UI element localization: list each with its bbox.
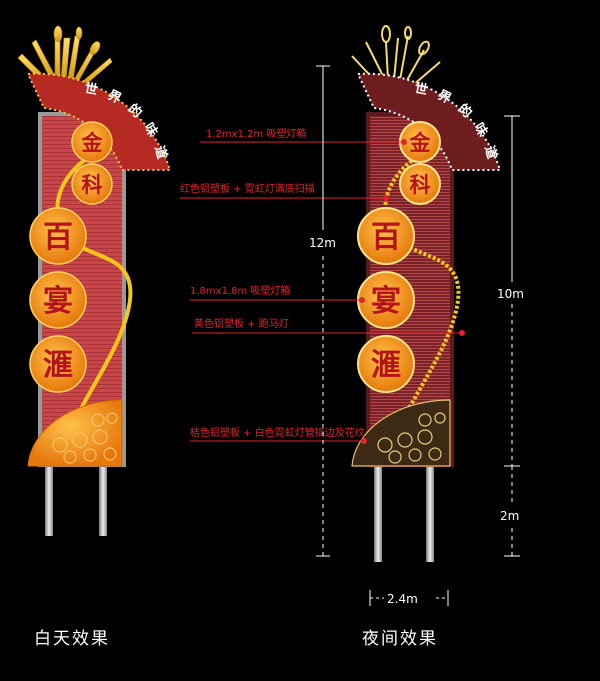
night-circle-hui: 滙 [357,335,415,393]
annotations: 1.2mx1.2m 吸塑灯箱 红色铝塑板 + 霓虹灯满底扫描 1.8mx1.8m… [180,127,465,444]
day-utensils-icon [17,25,113,87]
night-neon-curve [383,153,461,421]
arc-char: 道 [151,144,170,161]
arc-char: 界 [105,87,124,107]
day-post-right [99,462,107,536]
circle-char: 金 [81,130,104,155]
annotation-5: 桔色铝塑板 + 白色霓虹灯管描边及花纹 [190,426,367,444]
annotation-label: 1.2mx1.2m 吸塑灯箱 [206,127,306,140]
day-circle-yan: 宴 [29,271,87,329]
night-caption: 夜间效果 [362,629,438,649]
dimensions: 12m 10m 2m 2.4m [309,65,524,606]
night-sign: 世 界 的 味 道 金 科 [351,25,502,562]
day-caption: 白天效果 [34,629,110,649]
annotation-label: 红色铝塑板 + 霓虹灯满底扫描 [180,182,315,195]
circle-char: 百 [43,220,73,255]
day-sign: 世 界 的 味 道 金 科 [17,25,172,536]
annotation-2: 红色铝塑板 + 霓虹灯满底扫描 [180,182,389,201]
circle-char: 滙 [371,348,401,383]
dim-total-height: 12m [309,65,336,557]
day-post-left [45,462,53,536]
night-circle-yan: 宴 [357,271,415,329]
day-circle-jin: 金 [71,121,113,163]
annotation-label: 1.8mx1.8m 吸塑灯箱 [190,284,290,297]
dim-label: 2.4m [387,592,418,606]
night-utensils-icon [351,25,441,87]
day-circle-ke: 科 [71,163,113,205]
dim-sign-height: 10m [497,115,524,467]
dim-width: 2.4m [369,590,449,606]
arc-char: 界 [435,87,454,107]
night-circle-jin: 金 [399,121,441,163]
day-neon-curve [55,153,133,421]
svg-text:世 界 的: 世 界 的 味 道 [413,80,500,161]
circle-char: 宴 [371,284,401,319]
arc-char: 道 [481,144,500,161]
annotation-1: 1.2mx1.2m 吸塑灯箱 [200,127,407,145]
annotation-label: 黄色铝塑板 + 跑马灯 [194,317,289,330]
day-arc-banner: 世 界 的 味 道 [26,72,172,171]
day-circle-hui: 滙 [29,335,87,393]
dim-label: 10m [497,287,524,301]
night-post-right [426,462,434,562]
arc-char: 世 [83,80,99,98]
night-circle-ke: 科 [399,163,441,205]
circle-char: 科 [410,172,431,197]
night-arc-banner: 世 界 的 味 道 [356,72,502,171]
circle-char: 金 [409,130,432,155]
dim-label: 12m [309,236,336,250]
circle-char: 滙 [43,348,73,383]
day-base-fan [27,399,123,467]
night-post-left [374,462,382,562]
annotation-4: 黄色铝塑板 + 跑马灯 [192,317,465,336]
arc-char: 世 [413,80,429,98]
dim-label: 2m [500,509,519,523]
annotation-3: 1.8mx1.8m 吸塑灯箱 [190,284,365,303]
day-circle-bai: 百 [29,207,87,265]
dim-post-height: 2m [500,466,520,557]
circle-char: 百 [371,220,401,255]
circle-char: 科 [82,172,103,197]
circle-char: 宴 [43,284,73,319]
night-base-fan [351,399,451,467]
annotation-label: 桔色铝塑板 + 白色霓虹灯管描边及花纹 [190,426,365,439]
night-circle-bai: 百 [357,207,415,265]
